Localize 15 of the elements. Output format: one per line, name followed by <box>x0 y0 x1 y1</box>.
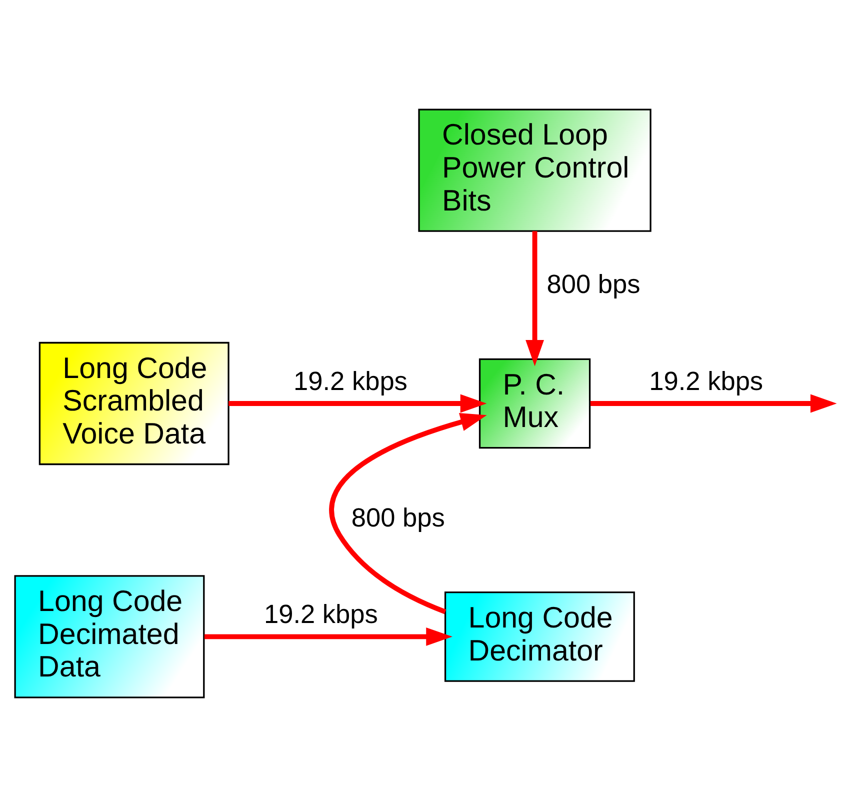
arrow <box>228 394 487 412</box>
node-box: Closed Loop Power Control Bits <box>418 108 652 232</box>
edge-label: 19.2 kbps <box>294 366 408 396</box>
edge-label: 19.2 kbps <box>649 366 764 396</box>
arrow <box>590 394 837 412</box>
node-box: Long Code Scrambled Voice Data <box>38 341 230 465</box>
node-box: Long Code Decimated Data <box>14 574 205 698</box>
edge-label: 19.2 kbps <box>264 598 378 629</box>
edge-label: 800 bps <box>351 502 445 532</box>
node-box: P. C. Mux <box>478 358 591 448</box>
edge-label: 800 bps <box>546 268 640 299</box>
arrow <box>329 412 487 614</box>
arrow <box>526 230 544 366</box>
arrow <box>204 626 452 646</box>
node-box: Long Code Decimator <box>444 591 635 682</box>
